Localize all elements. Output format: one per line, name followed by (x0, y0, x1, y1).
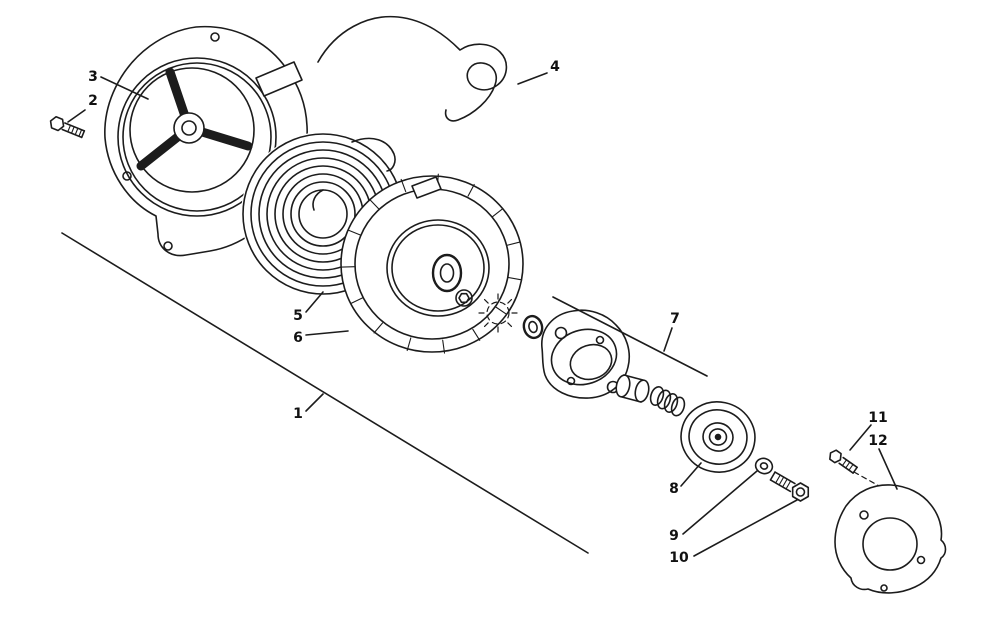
leader-9 (682, 470, 758, 535)
leader-6 (305, 330, 349, 336)
callout-12: 12 (868, 433, 887, 449)
leader-7 (552, 296, 708, 377)
leader-11 (849, 424, 872, 451)
starter-rope (317, 15, 508, 122)
callout-3: 3 (88, 69, 98, 85)
callout-7: 7 (670, 311, 680, 327)
callout-6: 6 (293, 330, 303, 346)
friction-plate (680, 401, 756, 473)
leader-3 (100, 76, 149, 100)
leader-1 (61, 232, 589, 554)
coil-spring (649, 385, 686, 417)
mounting-bolt (49, 115, 86, 139)
recoil-reel (340, 173, 524, 354)
lock-washer-hidden (477, 292, 519, 334)
leader-lines (61, 72, 898, 557)
callout-9: 9 (669, 528, 679, 544)
cup-bolt (829, 449, 858, 474)
leader-1-tick (305, 393, 324, 412)
spring-inner-hook (312, 189, 324, 211)
pawl-assembly (477, 292, 686, 417)
spring-outer-hook (351, 137, 396, 172)
callout-4: 4 (550, 59, 560, 75)
bushing (615, 374, 650, 403)
washer (754, 457, 774, 475)
callout-10: 10 (669, 550, 689, 566)
leader-10 (693, 499, 798, 557)
leader-8 (680, 462, 702, 487)
starter-cup (834, 484, 947, 594)
pawl-carrier-plate (541, 309, 631, 399)
leader-2 (67, 109, 86, 123)
housing-notch (255, 61, 303, 97)
bolt (769, 471, 810, 502)
reel-notch (411, 176, 442, 199)
leader-5 (305, 291, 324, 313)
callout-1: 1 (293, 406, 303, 422)
callouts: 1 2 3 4 5 6 7 8 9 10 11 12 (88, 59, 888, 566)
callout-11: 11 (868, 410, 887, 426)
leader-7-tick (663, 327, 673, 352)
callout-8: 8 (669, 481, 679, 497)
callout-5: 5 (293, 308, 303, 324)
retainer-ring (522, 314, 544, 340)
leader-4 (517, 72, 548, 85)
leader-12 (878, 448, 898, 490)
callout-2: 2 (88, 93, 98, 109)
